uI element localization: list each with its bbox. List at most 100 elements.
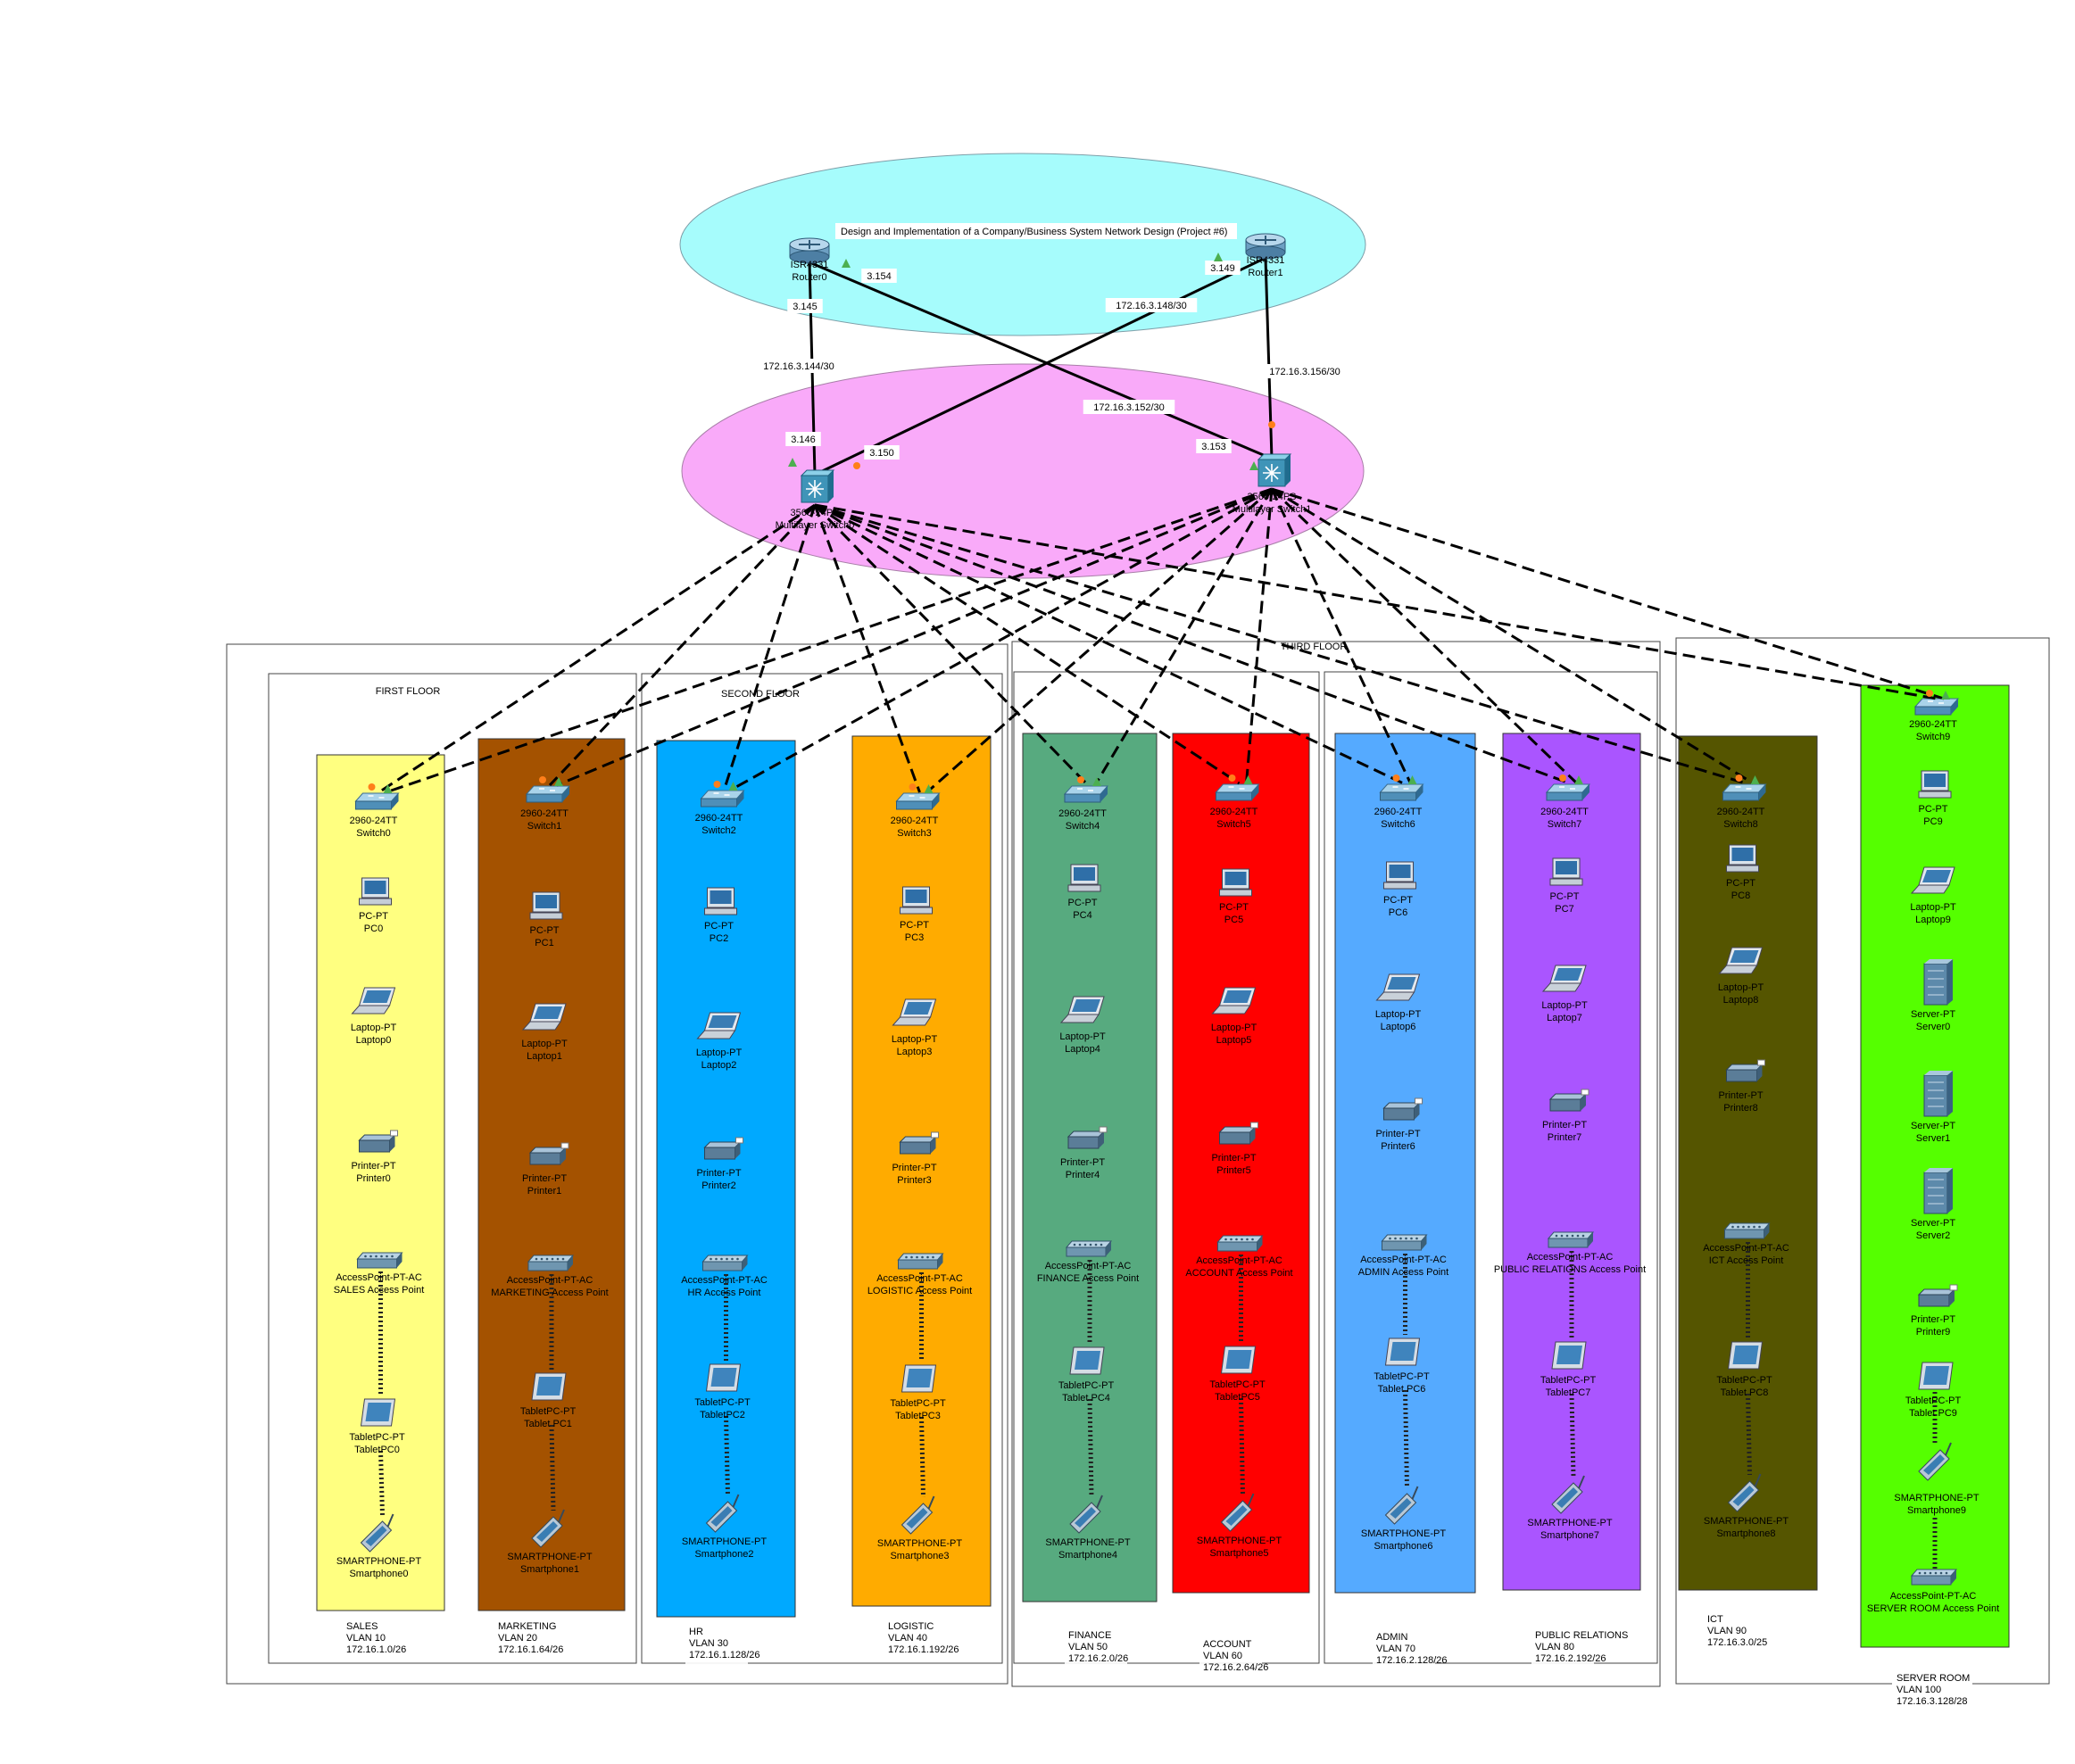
vlan-note-marketing-2: 172.16.1.64/26 (498, 1644, 563, 1655)
switch-icon[interactable] (1722, 783, 1767, 801)
pc-icon[interactable] (1726, 844, 1759, 873)
smartphone-icon[interactable] (1918, 1442, 1952, 1481)
printer-icon[interactable] (1725, 1059, 1765, 1082)
access-point-icon[interactable] (1216, 1235, 1264, 1252)
printer-icon[interactable] (528, 1142, 569, 1165)
trunk-link-mls1 (1093, 488, 1274, 786)
ip-label-box (1205, 261, 1241, 275)
printer-icon[interactable] (1067, 1126, 1108, 1149)
multilayer-switch-icon[interactable] (1257, 453, 1292, 487)
trunk-link-mls1 (1271, 487, 1755, 785)
tablet-icon[interactable] (1220, 1346, 1257, 1374)
pc-icon[interactable] (1918, 770, 1952, 799)
title-box (835, 223, 1237, 239)
laptop-label-server-room-line0: Laptop-PT (1910, 902, 1956, 913)
server-icon[interactable] (1923, 959, 1953, 1006)
tablet-icon[interactable] (1551, 1341, 1587, 1370)
access-point-icon[interactable] (1547, 1231, 1595, 1248)
smartphone-icon[interactable] (1384, 1486, 1419, 1525)
router-icon[interactable] (789, 237, 830, 264)
smartphone-icon[interactable] (531, 1509, 565, 1548)
access-point-icon[interactable] (1723, 1222, 1771, 1239)
access-point-icon[interactable] (1910, 1569, 1958, 1586)
laptop-icon[interactable] (696, 1012, 742, 1039)
server-icon[interactable] (1923, 1168, 1953, 1214)
vlan-note-logistic-0: LOGISTIC (888, 1621, 934, 1632)
printer-icon[interactable] (703, 1137, 743, 1160)
server-icon[interactable] (1923, 1071, 1953, 1117)
tablet-label-pr-line0: TabletPC-PT (1540, 1375, 1597, 1386)
pc-icon[interactable] (1219, 868, 1252, 897)
tablet-icon[interactable] (1384, 1337, 1421, 1366)
tablet-icon[interactable] (1918, 1362, 1954, 1390)
multilayer-switch-icon[interactable] (800, 469, 835, 503)
access-point-icon[interactable] (1065, 1240, 1113, 1257)
printer-icon[interactable] (358, 1130, 398, 1153)
switch-icon[interactable] (1913, 698, 1960, 716)
tablet-icon[interactable] (1727, 1341, 1764, 1370)
pc-label-finance-line1: PC4 (1073, 910, 1091, 921)
pc-icon[interactable] (900, 886, 933, 915)
laptop-icon[interactable] (1541, 965, 1587, 992)
laptop-icon[interactable] (892, 998, 937, 1026)
printer-icon[interactable] (899, 1131, 939, 1155)
ip-label-box (752, 359, 845, 373)
routed-link (809, 261, 1273, 460)
pc-icon[interactable] (1383, 861, 1416, 890)
laptop-label-pr-line0: Laptop-PT (1541, 1000, 1588, 1011)
switch-icon[interactable] (1379, 783, 1424, 801)
laptop-icon[interactable] (521, 1003, 567, 1031)
printer-label-finance-line0: Printer-PT (1060, 1157, 1105, 1168)
pc-icon[interactable] (704, 887, 737, 915)
smartphone-icon[interactable] (1069, 1495, 1103, 1534)
tablet-icon[interactable] (531, 1372, 567, 1401)
printer-icon[interactable] (1917, 1284, 1958, 1307)
vlan-note-box (343, 1619, 405, 1660)
port-indicator (1926, 690, 1933, 697)
access-point-icon[interactable] (527, 1255, 575, 1271)
switch-icon[interactable] (700, 790, 745, 807)
switch-icon[interactable] (1215, 783, 1260, 801)
port-link-up-icon (1249, 461, 1258, 470)
pc-icon[interactable] (359, 877, 392, 906)
laptop-icon[interactable] (1375, 973, 1421, 1001)
tablet-icon[interactable] (1069, 1346, 1105, 1375)
printer-icon[interactable] (1548, 1089, 1589, 1112)
switch-icon[interactable] (354, 792, 400, 810)
laptop-icon[interactable] (1059, 996, 1105, 1023)
access-point-icon[interactable] (701, 1255, 749, 1271)
printer-icon[interactable] (1218, 1122, 1258, 1145)
laptop-icon[interactable] (1910, 866, 1955, 894)
second-floor-box (641, 673, 1003, 1664)
pc-icon[interactable] (529, 891, 563, 920)
laptop-icon[interactable] (1211, 987, 1257, 1015)
printer-icon[interactable] (1382, 1097, 1423, 1121)
tablet-icon[interactable] (705, 1363, 742, 1392)
switch-icon[interactable] (525, 785, 571, 803)
access-point-icon[interactable] (897, 1253, 944, 1270)
smartphone-icon[interactable] (1551, 1475, 1585, 1514)
switch-icon[interactable] (1063, 785, 1109, 803)
smartphone-icon[interactable] (1220, 1493, 1255, 1532)
smartphone-icon[interactable] (705, 1494, 740, 1533)
vlan-note-finance-0: FINANCE (1068, 1630, 1111, 1641)
tablet-icon[interactable] (360, 1398, 396, 1427)
laptop-icon[interactable] (351, 987, 396, 1015)
access-point-icon[interactable] (1381, 1234, 1428, 1251)
smartphone-label-account-line1: Smartphone5 (1209, 1548, 1268, 1559)
laptop-icon[interactable] (1718, 947, 1764, 974)
smartphone-icon[interactable] (360, 1513, 394, 1553)
smartphone-icon[interactable] (901, 1495, 935, 1535)
mls1-label-line1: Multilayer Switch1 (1233, 504, 1312, 515)
port-link-up-icon (1092, 777, 1101, 786)
pc-icon[interactable] (1549, 857, 1583, 886)
smartphone-icon[interactable] (1727, 1473, 1762, 1512)
pc-icon[interactable] (1067, 864, 1101, 892)
switch-icon[interactable] (1545, 783, 1591, 801)
access-point-icon[interactable] (356, 1252, 403, 1269)
vlan-note-ict-2: 172.16.3.0/25 (1707, 1637, 1767, 1648)
tablet-icon[interactable] (901, 1364, 937, 1393)
access-point-label-marketing-line0: AccessPoint-PT-AC (507, 1275, 593, 1286)
switch-icon[interactable] (895, 792, 941, 810)
router-icon[interactable] (1245, 233, 1286, 260)
